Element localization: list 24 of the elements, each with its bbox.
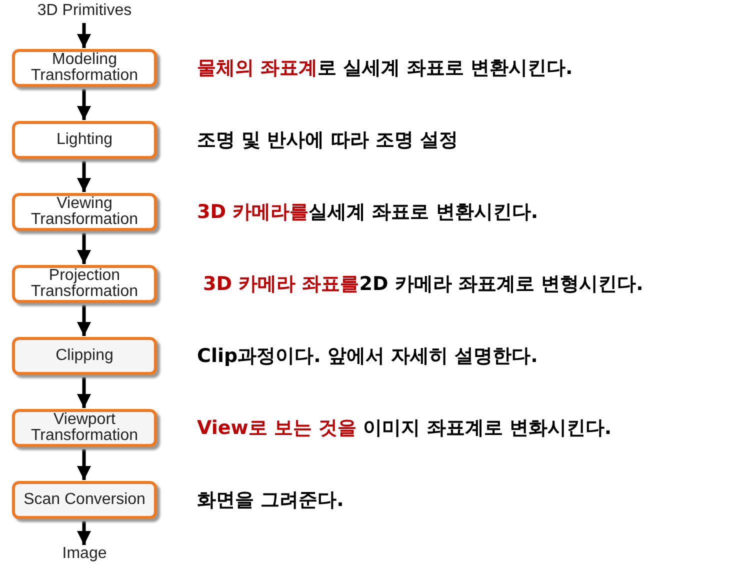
arrow bbox=[77, 377, 91, 408]
flow-label: 3D Primitives bbox=[12, 2, 157, 20]
description-text: 화면을 그려준다. bbox=[197, 488, 344, 513]
arrow bbox=[77, 449, 91, 480]
arrow bbox=[77, 161, 91, 192]
description-text: 물체의 좌표계로 실세계 좌표로 변환시킨다. bbox=[197, 56, 573, 81]
description-text: 조명 및 반사에 따라 조명 설정 bbox=[197, 128, 458, 153]
arrow bbox=[77, 233, 91, 264]
process-box: Viewing Transformation bbox=[12, 193, 157, 231]
process-box: Clipping bbox=[12, 337, 157, 375]
description-text: 3D 카메라 좌표를2D 카메라 좌표계로 변형시킨다. bbox=[203, 272, 644, 297]
arrow bbox=[77, 521, 91, 545]
arrow bbox=[77, 305, 91, 336]
process-box: Viewport Transformation bbox=[12, 409, 157, 447]
description-text: Clip과정이다. 앞에서 자세히 설명한다. bbox=[197, 344, 538, 369]
arrow bbox=[77, 23, 91, 48]
process-box: Lighting bbox=[12, 121, 157, 159]
arrow bbox=[77, 89, 91, 120]
description-text: 3D 카메라를실세계 좌표로 변환시킨다. bbox=[197, 200, 538, 225]
process-box: Projection Transformation bbox=[12, 265, 157, 303]
process-box: Modeling Transformation bbox=[12, 49, 157, 87]
process-box: Scan Conversion bbox=[12, 481, 157, 519]
description-text: View로 보는 것을 이미지 좌표계로 변화시킨다. bbox=[197, 416, 612, 441]
flow-label: Image bbox=[12, 545, 157, 563]
